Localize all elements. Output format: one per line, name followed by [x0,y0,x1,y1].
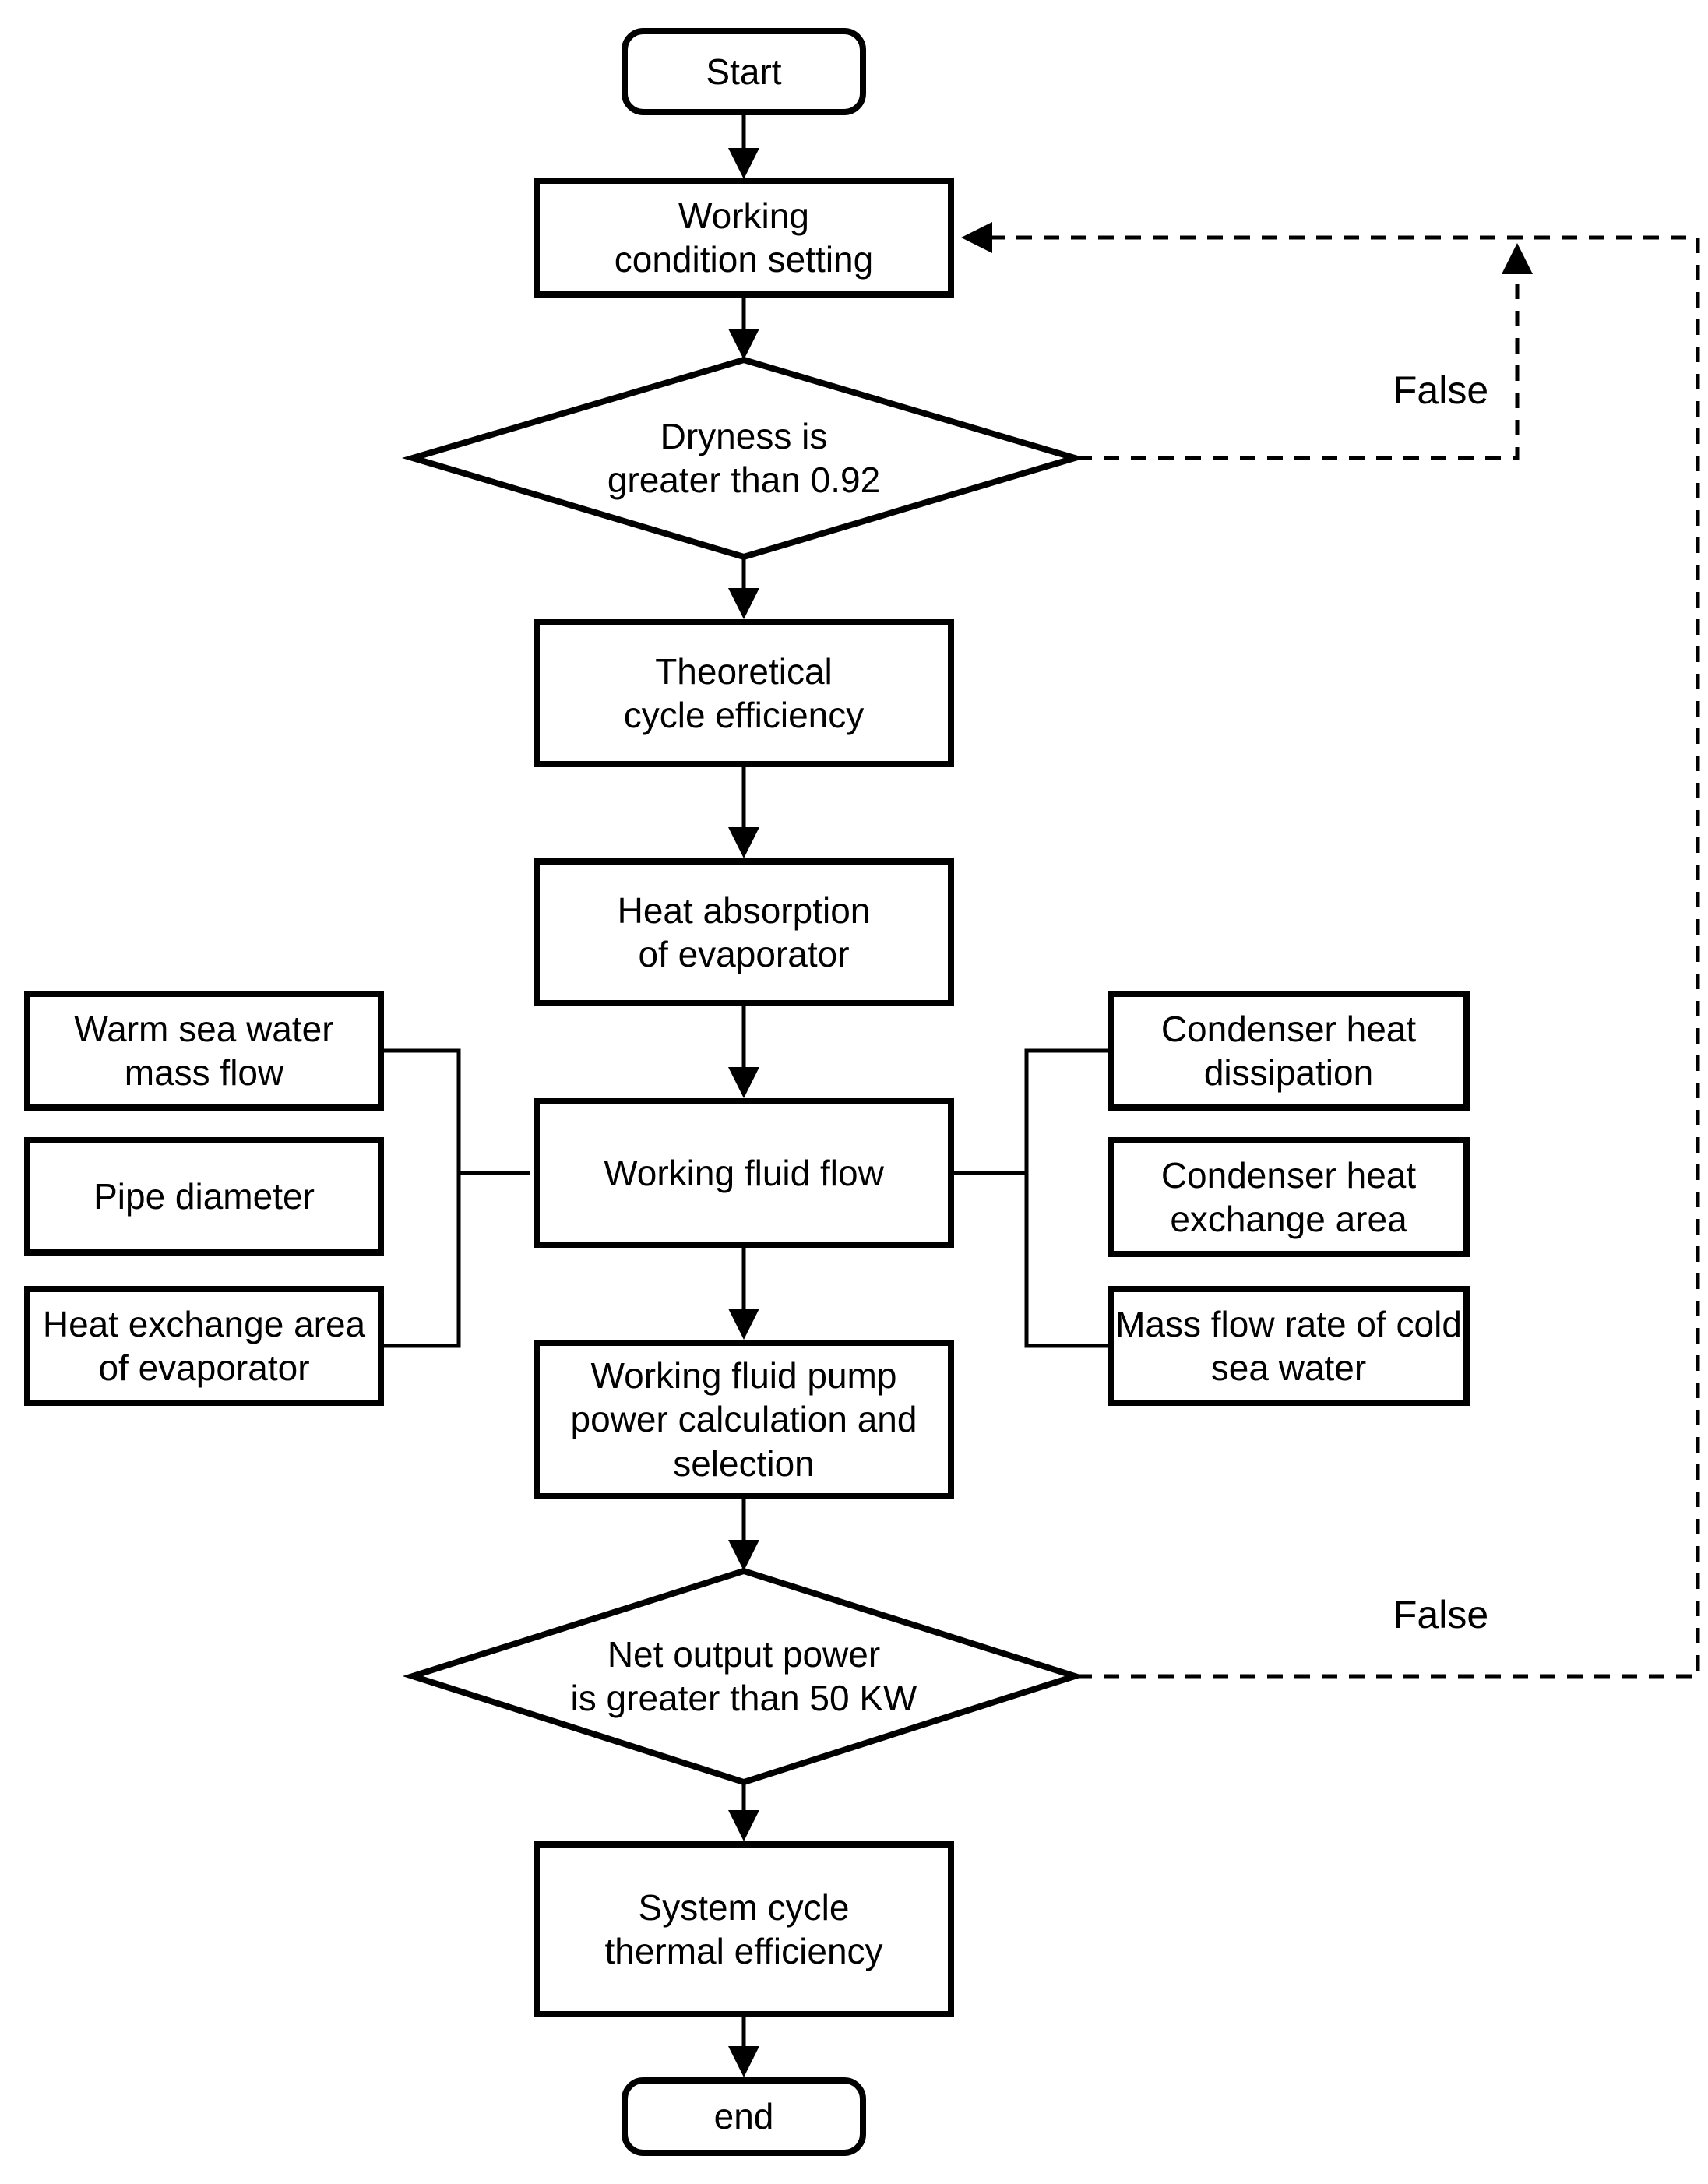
pipe-diameter-node: Pipe diameter [24,1137,384,1256]
working-fluid-pump-node: Working fluid pump power calculation and… [534,1340,954,1499]
dryness-decision-diamond [401,356,1086,561]
left-input-bus [384,1048,461,1348]
false-loop-net-power-decision [961,222,1700,1679]
heat-exchange-area-node: Heat exchange area of evaporator [24,1286,384,1406]
theoretical-cycle-efficiency-node: Theoretical cycle efficiency [534,619,954,767]
end-node: end [622,2077,866,2156]
false-loop-dryness-decision [1076,243,1533,460]
false-label-top: False [1393,368,1489,412]
false-label-bottom: False [1393,1593,1489,1636]
mass-flow-cold-sea-water-node: Mass flow rate of cold sea water [1108,1286,1470,1406]
heat-absorption-node: Heat absorption of evaporator [534,858,954,1006]
condenser-heat-dissipation-node: Condenser heat dissipation [1108,991,1470,1111]
working-condition-setting-node: Working condition setting [534,178,954,298]
net-power-decision-label: Net output power is greater than 50 KW [570,1633,917,1718]
net-power-decision-diamond [402,1567,1086,1786]
warm-sea-water-mass-flow-node: Warm sea water mass flow [24,991,384,1111]
working-fluid-flow-node: Working fluid flow [534,1098,954,1248]
dryness-decision-label: Dryness is greater than 0.92 [607,415,881,500]
right-output-bus [1024,1048,1108,1348]
condenser-heat-exchange-area-node: Condenser heat exchange area [1108,1137,1470,1257]
start-node: Start [622,28,866,115]
system-cycle-thermal-efficiency-node: System cycle thermal efficiency [534,1841,954,2017]
